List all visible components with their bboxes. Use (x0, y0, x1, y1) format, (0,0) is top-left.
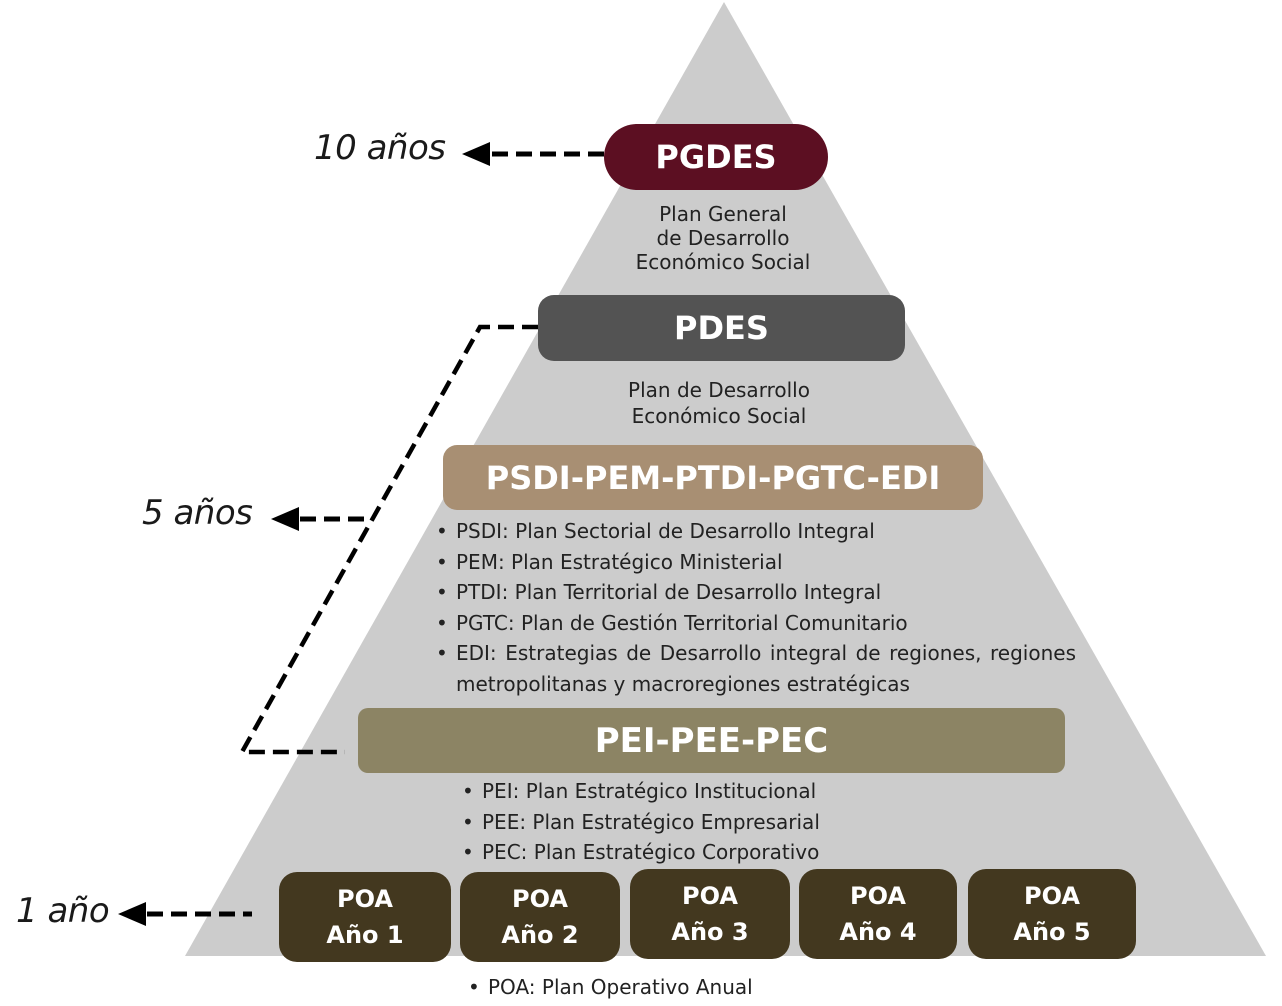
poa-year: Año 2 (501, 921, 579, 949)
pdes-desc-line: Económico Social (631, 404, 807, 428)
sectoral-plans-title: PSDI-PEM-PTDI-PGTC-EDI (485, 458, 941, 497)
one-year-arrowhead (118, 902, 146, 926)
poa-label: POA (337, 885, 393, 913)
poa-label: POA (1024, 882, 1080, 910)
five-years-bracket (238, 324, 538, 755)
poa-label: POA (850, 882, 906, 910)
pgdes-box: PGDES (604, 124, 828, 190)
institutional-plans-title: PEI-PEE-PEC (594, 720, 829, 761)
pdes-title: PDES (674, 309, 769, 347)
poa-year: Año 5 (1013, 918, 1091, 946)
pgdes-desc-line: Económico Social (635, 250, 811, 274)
list-item: PEC: Plan Estratégico Corporativo (462, 837, 902, 868)
pdes-description: Plan de Desarrollo Económico Social (590, 377, 848, 429)
pdes-desc-line: Plan de Desarrollo (628, 378, 810, 402)
pgdes-desc-line: Plan General (659, 202, 787, 226)
poa-box-year-5: POA Año 5 (968, 869, 1136, 959)
list-item: PTDI: Plan Territorial de Desarrollo Int… (436, 577, 1076, 608)
five-years-label: 5 años (142, 493, 253, 533)
list-item: PGTC: Plan de Gestión Territorial Comuni… (436, 608, 1076, 639)
poa-box-year-1: POA Año 1 (279, 872, 451, 962)
pdes-box: PDES (538, 295, 905, 361)
pgdes-desc-line: de Desarrollo (656, 226, 790, 250)
list-item: POA: Plan Operativo Anual (468, 972, 868, 1003)
poa-year: Año 4 (839, 918, 917, 946)
institutional-plans-list: PEI: Plan Estratégico Institucional PEE:… (462, 776, 902, 868)
poa-label: POA (682, 882, 738, 910)
list-item: PEI: Plan Estratégico Institucional (462, 776, 902, 807)
poa-year: Año 3 (671, 918, 749, 946)
pgdes-description: Plan General de Desarrollo Económico Soc… (600, 202, 846, 274)
list-item: PEE: Plan Estratégico Empresarial (462, 807, 902, 838)
five-years-arrowhead (271, 507, 299, 531)
poa-box-year-2: POA Año 2 (460, 872, 620, 962)
poa-box-year-4: POA Año 4 (799, 869, 957, 959)
sectoral-plans-list: PSDI: Plan Sectorial de Desarrollo Integ… (436, 516, 1076, 699)
ten-years-arrowhead (462, 142, 490, 166)
poa-box-year-3: POA Año 3 (630, 869, 790, 959)
sectoral-plans-box: PSDI-PEM-PTDI-PGTC-EDI (443, 445, 983, 510)
one-year-label: 1 año (16, 891, 110, 931)
poa-year: Año 1 (326, 921, 404, 949)
institutional-plans-box: PEI-PEE-PEC (358, 708, 1065, 773)
list-item: PSDI: Plan Sectorial de Desarrollo Integ… (436, 516, 1076, 547)
list-item: PEM: Plan Estratégico Ministerial (436, 547, 1076, 578)
list-item: EDI: Estrategias de Desarrollo integral … (436, 638, 1076, 699)
poa-label: POA (512, 885, 568, 913)
pgdes-title: PGDES (655, 138, 777, 176)
ten-years-label: 10 años (314, 128, 446, 168)
poa-footnote: POA: Plan Operativo Anual (468, 972, 868, 1003)
